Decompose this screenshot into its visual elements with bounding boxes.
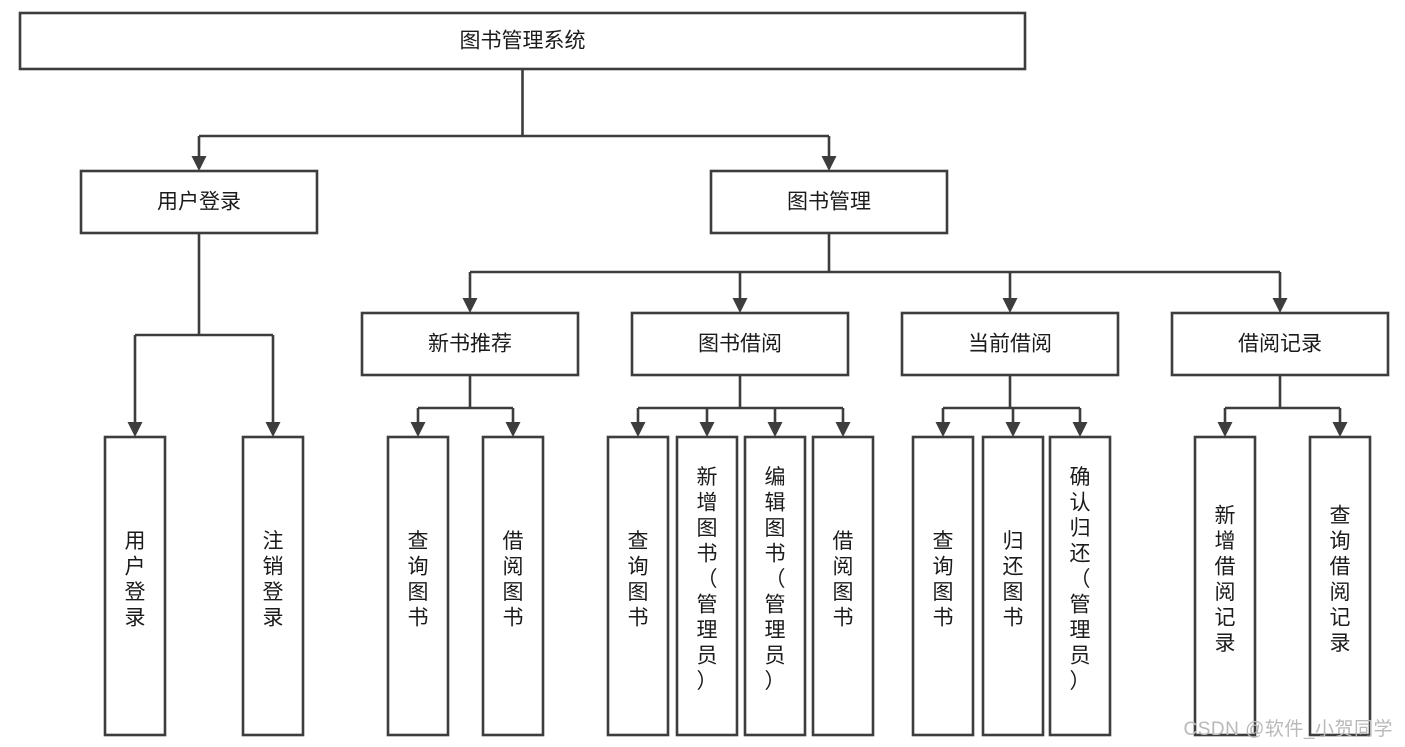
node-label: 查询借阅记录 [1330,504,1351,655]
node-leaf-add-book[interactable]: 新增图书（管理员） [675,435,739,737]
connector-group-book-borrow [630,375,851,437]
node-leaf-add-record[interactable]: 新增借阅记录 [1193,435,1257,737]
node-current-borrow[interactable]: 当前借阅 [900,311,1120,377]
node-leaf-user-login[interactable]: 用户登录 [103,435,167,737]
node-leaf-borrow-book-2[interactable]: 借阅图书 [811,435,875,737]
connector-group-book-manage [462,233,1288,313]
node-label: 图书借阅 [698,333,782,356]
node-user-login[interactable]: 用户登录 [79,169,319,235]
node-label: 当前借阅 [968,333,1052,356]
node-leaf-edit-book[interactable]: 编辑图书（管理员） [743,435,807,737]
node-label: 借阅记录 [1238,333,1322,356]
node-leaf-logout[interactable]: 注销登录 [241,435,305,737]
node-label: 借阅图书 [503,530,524,630]
node-new-book-rec[interactable]: 新书推荐 [360,311,580,377]
connector-group-new-book-rec [410,375,521,437]
node-leaf-query-book-1[interactable]: 查询图书 [386,435,450,737]
connector-group-root [191,69,837,171]
node-label: 编辑图书（管理员） [765,466,786,693]
node-label: 确认归还（管理员） [1070,466,1091,693]
node-book-borrow[interactable]: 图书借阅 [630,311,850,377]
node-label: 查询图书 [628,530,649,630]
node-root[interactable]: 图书管理系统 [18,11,1027,71]
connector-group-user-login [127,233,281,437]
node-borrow-record[interactable]: 借阅记录 [1170,311,1390,377]
node-book-manage[interactable]: 图书管理 [709,169,949,235]
connector-group-borrow-record [1217,375,1348,437]
node-label: 查询图书 [933,530,954,630]
node-leaf-query-record[interactable]: 查询借阅记录 [1308,435,1372,737]
node-label: 新书推荐 [428,333,512,356]
node-label: 归还图书 [1003,530,1024,630]
node-label: 注销登录 [263,530,284,630]
node-leaf-query-book-2[interactable]: 查询图书 [606,435,670,737]
nodes-layer: 图书管理系统用户登录图书管理新书推荐图书借阅当前借阅借阅记录用户登录注销登录查询… [18,11,1390,737]
node-leaf-return-book[interactable]: 归还图书 [981,435,1045,737]
node-label: 用户登录 [125,530,146,630]
node-label: 查询图书 [408,530,429,630]
node-label: 新增借阅记录 [1215,504,1236,655]
node-label: 图书管理系统 [460,30,586,53]
node-label: 图书管理 [787,191,871,214]
node-label: 新增图书（管理员） [697,466,718,693]
connectors-layer [127,69,1348,437]
node-leaf-query-book-3[interactable]: 查询图书 [911,435,975,737]
node-leaf-borrow-book-1[interactable]: 借阅图书 [481,435,545,737]
connector-group-current-borrow [935,375,1088,437]
node-label: 用户登录 [157,191,241,214]
node-leaf-confirm-return[interactable]: 确认归还（管理员） [1048,435,1112,737]
node-label: 借阅图书 [833,530,854,630]
